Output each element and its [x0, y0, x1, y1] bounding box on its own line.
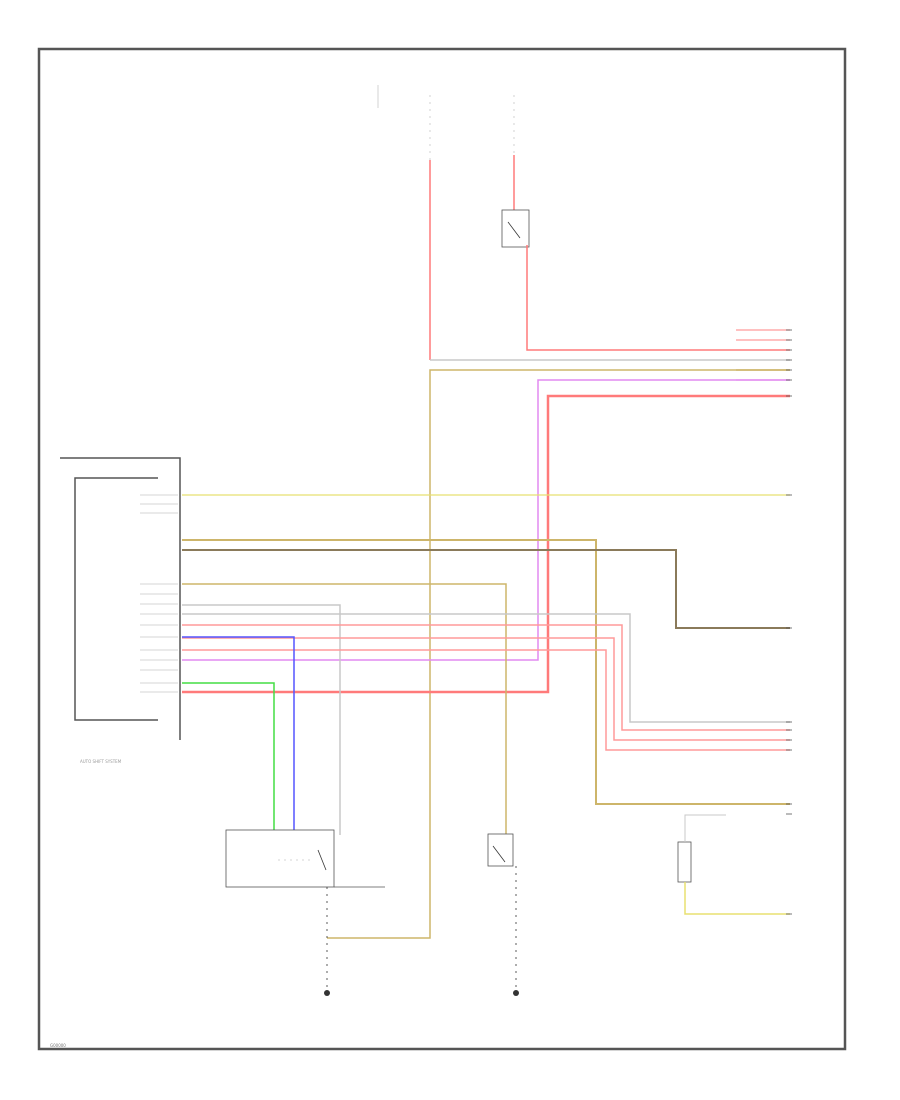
shift-lock-switch-contact: [317, 849, 327, 871]
wire-pink-1: [182, 624, 790, 731]
wire-blue: [182, 636, 295, 830]
ground-middle-icon: [513, 990, 519, 996]
wire-yellow-dark-2: [182, 583, 507, 835]
right-terminals: [786, 329, 792, 915]
top-right-connector-stubs: [736, 329, 790, 381]
brake-switch-box: [501, 209, 530, 248]
module-pin-stubs: [140, 494, 178, 693]
wire-yellow-dark-1: [182, 539, 790, 805]
wire-red-main: [182, 394, 790, 694]
pressure-sensor: [677, 841, 692, 883]
shift-lock-switch: [225, 829, 385, 888]
ground-left-icon: [324, 990, 330, 996]
module-inner-border: [74, 477, 158, 721]
wire-violet-main: [182, 379, 790, 661]
kickdown-switch: [487, 833, 514, 867]
wire-pink-2: [182, 637, 790, 741]
wire-sensor-top: [684, 814, 726, 842]
diagram-frame: [37, 47, 847, 1051]
auto-shift-module: AUTO SHIFT SYSTEM: [60, 457, 181, 764]
wire-gray-1: [182, 604, 341, 835]
module-outer-border: [60, 457, 181, 740]
footer-code: G00000: [50, 1043, 66, 1048]
shift-lock-switch-box: [225, 829, 335, 888]
power-source-left: [377, 85, 431, 160]
module-label: AUTO SHIFT SYSTEM: [80, 759, 122, 764]
wire-green: [182, 682, 275, 830]
wire-gray-2: [182, 613, 790, 723]
wire-pink-3: [182, 649, 790, 751]
wire-brown: [182, 549, 790, 629]
wire-sensor-yellow: [684, 882, 790, 915]
brake-switch-contact: [507, 221, 521, 239]
power-wire-right-lower: [526, 245, 790, 351]
pressure-sensor-box: [677, 841, 692, 883]
wire-yellow-main: [327, 369, 790, 939]
kickdown-switch-box: [487, 833, 514, 867]
